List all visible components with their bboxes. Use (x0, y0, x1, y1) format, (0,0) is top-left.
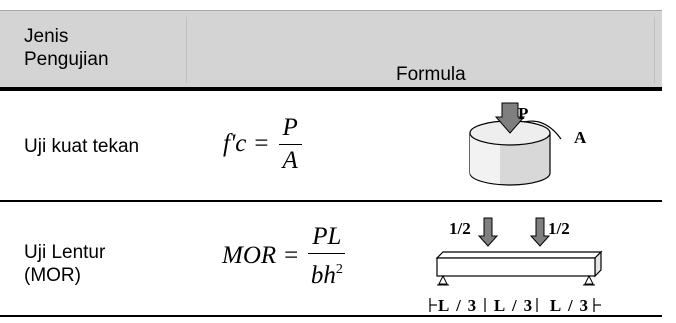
formula-flexural: MOR = PL bh2 (222, 220, 346, 292)
load-arrow-right-icon (529, 217, 551, 247)
formula-compression: f'c = P A (223, 108, 302, 180)
fraction: P A (278, 114, 302, 175)
beam-icon (435, 250, 603, 278)
header-divider (186, 17, 187, 83)
header-test-type: Jenis Pengujian (24, 26, 109, 70)
support-left-icon (437, 274, 449, 286)
denominator-exponent: 2 (335, 261, 343, 277)
fraction-numerator: P (278, 114, 302, 145)
equals-sign: = (284, 242, 299, 269)
load-arrow-icon (494, 102, 526, 134)
cylinder-compression-diagram: P A (469, 102, 587, 186)
row-rule (0, 200, 662, 202)
area-label: A (574, 128, 587, 147)
formula-lhs: MOR (222, 242, 277, 269)
bottom-rule (0, 315, 662, 317)
fraction-denominator: bh2 (311, 254, 343, 290)
load-arrow-left-icon (477, 217, 499, 247)
load-right-label: 1/2 (548, 219, 570, 238)
area-leader-line (523, 120, 562, 140)
table-header: Jenis Pengujian Formula (0, 10, 662, 88)
load-left-label: 1/2 (449, 219, 471, 238)
span-dimension-ticks (429, 298, 601, 312)
span-labels: L/3 L/3 L/3 (438, 296, 588, 315)
fraction-denominator: A (282, 146, 298, 174)
fraction-numerator: PL (308, 223, 346, 254)
beam-flexural-diagram: 1/2 1/2 L/3 L/3 L/3 (429, 217, 603, 315)
load-label: P (518, 104, 528, 123)
header-divider (654, 17, 655, 83)
row-label-compression: Uji kuat tekan (24, 136, 140, 157)
row-label-flexural: Uji Lentur (MOR) (24, 242, 106, 286)
header-rule (0, 87, 662, 91)
header-formula: Formula (396, 64, 466, 85)
fraction: PL bh2 (308, 223, 346, 290)
formula-lhs: f'c (223, 130, 247, 157)
support-right-icon (583, 274, 595, 286)
denominator-base: bh (310, 261, 336, 289)
equals-sign: = (254, 130, 269, 157)
